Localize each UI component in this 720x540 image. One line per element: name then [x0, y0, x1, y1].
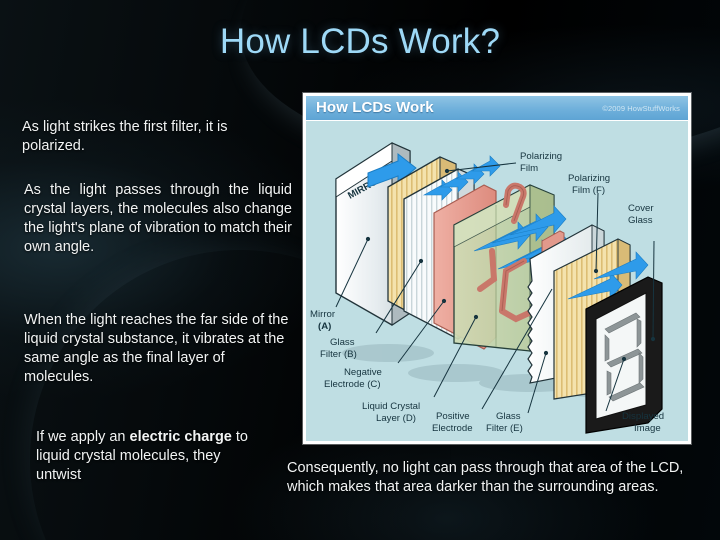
leader-lines [335, 162, 655, 414]
label-mirror-line1: Mirror [310, 309, 336, 320]
label-displayed-image-line1: Displayed [622, 411, 664, 422]
paragraph-electric-charge: If we apply an electric charge to liquid… [36, 428, 251, 485]
lcd-exploded-view-svg: MIRROR [310, 142, 664, 434]
label-glass-b-line2: Filter (B) [320, 349, 357, 360]
label-mirror-line2: (A) [318, 321, 331, 332]
electrode-wiring-outline [501, 185, 525, 312]
seven-segment-digit [604, 312, 645, 402]
electric-charge-pre: If we apply an [36, 429, 130, 445]
label-polarizing-film-f-line1: Polarizing [568, 173, 610, 184]
page-title: How LCDs Work? [219, 22, 501, 61]
label-negative-electrode-line1: Negative [344, 367, 382, 378]
label-cover-glass-line2: Glass [628, 215, 653, 226]
paragraph-light-reaches-far-side: When the light reaches the far side of t… [24, 312, 289, 386]
label-displayed-image-line2: Image [634, 423, 661, 434]
label-positive-electrode-line1: Positive [436, 411, 470, 422]
paragraph-light-strikes-filter: As light strikes the first filter, it is… [22, 119, 228, 155]
label-positive-electrode-line2: Electrode [432, 423, 473, 434]
light-arrows-exit [567, 251, 649, 300]
lcd-diagram-header: How LCDs Work ©2009 HowStuffWorks [306, 96, 688, 121]
lcd-diagram-inner: How LCDs Work ©2009 HowStuffWorks [306, 96, 688, 441]
label-polarizing-film-f-line2: Film (F) [572, 185, 605, 196]
label-glass-b-line1: Glass [330, 337, 355, 348]
lcd-diagram-credit: ©2009 HowStuffWorks [602, 104, 680, 113]
label-negative-electrode-line2: Electrode (C) [324, 379, 381, 390]
label-cover-glass-line1: Cover [628, 203, 654, 214]
label-polarizing-film-line2: Film [520, 163, 538, 174]
layer-cover-glass-display [585, 276, 663, 434]
paragraph-consequently-no-light: Consequently, no light can pass through … [287, 460, 684, 496]
label-polarizing-film-line1: Polarizing [520, 151, 562, 162]
paragraph-light-passes-layers: As the light passes through the liquid c… [24, 182, 292, 256]
electric-charge-bold: electric charge [129, 429, 232, 445]
lcd-diagram-figure: How LCDs Work ©2009 HowStuffWorks [303, 93, 691, 444]
label-liquid-crystal-line2: Layer (D) [376, 413, 416, 424]
label-glass-e-line1: Glass [496, 411, 521, 422]
diagram-labels: Mirror (A) Glass Filter (B) Negative Ele… [310, 151, 664, 434]
lcd-diagram-canvas: MIRROR [306, 121, 688, 441]
electric-charge-post: to liquid crystal molecules, they untwis… [36, 429, 248, 484]
lcd-diagram-title: How LCDs Work [316, 99, 434, 116]
label-glass-e-line2: Filter (E) [486, 423, 523, 434]
label-liquid-crystal-line1: Liquid Crystal [362, 401, 420, 412]
